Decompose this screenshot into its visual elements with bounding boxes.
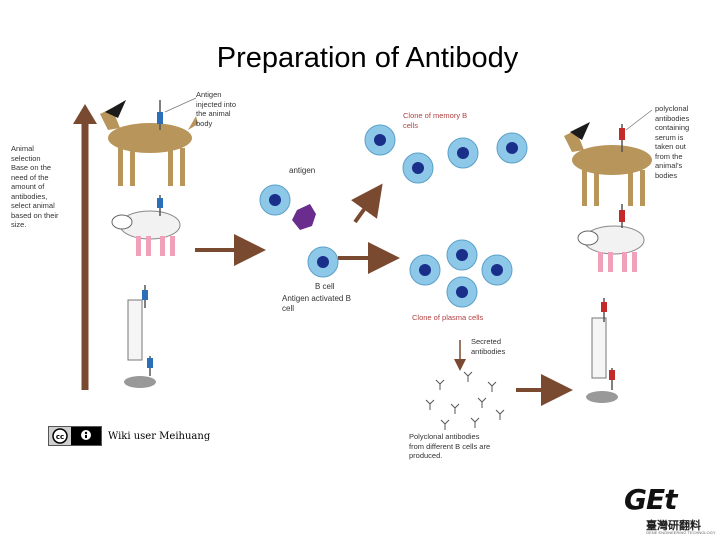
rabbit-left [127,285,148,361]
arrow-to-memory [351,183,383,224]
label-line: antibodies [471,346,506,356]
rabbit-right [591,298,607,379]
label-line: animal's [655,161,683,170]
label-line: the animal [196,109,231,118]
label-line: serum is [655,132,684,142]
label-line: Antigen [196,90,222,99]
label-line: from different B cells are [409,441,491,451]
syringe-icon [157,100,163,130]
label-line: cells [403,120,419,130]
svg-text:cc: cc [56,433,64,441]
label-b-cell: B cell [315,282,335,291]
label-antigen: antigen [289,166,316,175]
label-polyclonal-serum: polyclonal antibodies containing serum i… [655,104,715,180]
label-animal-selection: Animal selection Base on the need of the… [11,144,81,230]
b-cell-upper [259,184,291,216]
label-line: antibodies [655,113,690,123]
label-line: polyclonal [655,104,689,113]
label-secreted: Secreted antibodies [471,337,505,356]
label-line: Polyclonal antibodies [409,432,480,441]
label-line: amount of [11,182,45,191]
leader-line [164,97,197,113]
label-line: Secreted [471,337,502,346]
memory-cell-clone [364,124,528,184]
label-line: containing [655,123,690,132]
label-line: need of the [11,172,49,182]
sheep-right [577,204,645,272]
label-line: Antigen activated B [282,294,351,303]
sheep-left [111,195,181,256]
goat-right [564,122,652,206]
label-polyclonal-produced: Polyclonal antibodies from different B c… [409,432,519,461]
slide-title: Preparation of Antibody [216,42,519,74]
attribution-text: Wiki user Meihuang [108,430,211,442]
label-line: produced. [409,451,443,460]
mouse-right [586,368,618,403]
label-line: bodies [655,170,678,180]
goat-left [100,100,198,186]
b-cell-activated [307,246,339,278]
label-line: injected into [196,99,237,109]
leader-line [625,109,653,131]
logo-tagline: GENE ENGINEERING TECHNOLOGY [646,530,716,535]
logo-wordmark: GEt [624,483,677,516]
size-scale-arrow [73,104,97,390]
label-line: body [196,118,213,128]
label-line: taken out [655,142,686,151]
get-logo: GEt 臺灣研翻料 GENE ENGINEERING TECHNOLOGY [620,483,716,535]
antibody-scatter [425,371,505,431]
label-antigen-activated: Antigen activated B cell [282,294,372,314]
mouse-left [124,356,156,388]
plasma-cell-clone [409,239,513,308]
logo-chinese: 臺灣研翻料 [646,519,701,532]
attribution: cc Wiki user Meihuang [48,426,210,446]
label-line: selection [11,153,41,163]
cc-by-icon[interactable]: cc [48,426,102,446]
label-line: antibodies, [11,191,48,201]
label-clone-plasma: Clone of plasma cells [412,313,484,322]
cc-by-icon-graphic: cc [49,427,101,445]
label-line: Base on the [11,163,52,172]
label-line: select animal [11,201,55,210]
label-line: based on their [11,210,59,220]
antigen-shape [292,204,316,230]
label-antigen-injected: Antigen injected into the animal body [196,90,266,128]
label-line: size. [11,220,27,229]
label-line: cell [282,304,295,313]
label-line: from the [655,151,683,161]
label-line: Animal [11,144,34,153]
label-line: Clone of memory B [403,111,468,120]
label-clone-memory: Clone of memory B cells [403,111,503,130]
